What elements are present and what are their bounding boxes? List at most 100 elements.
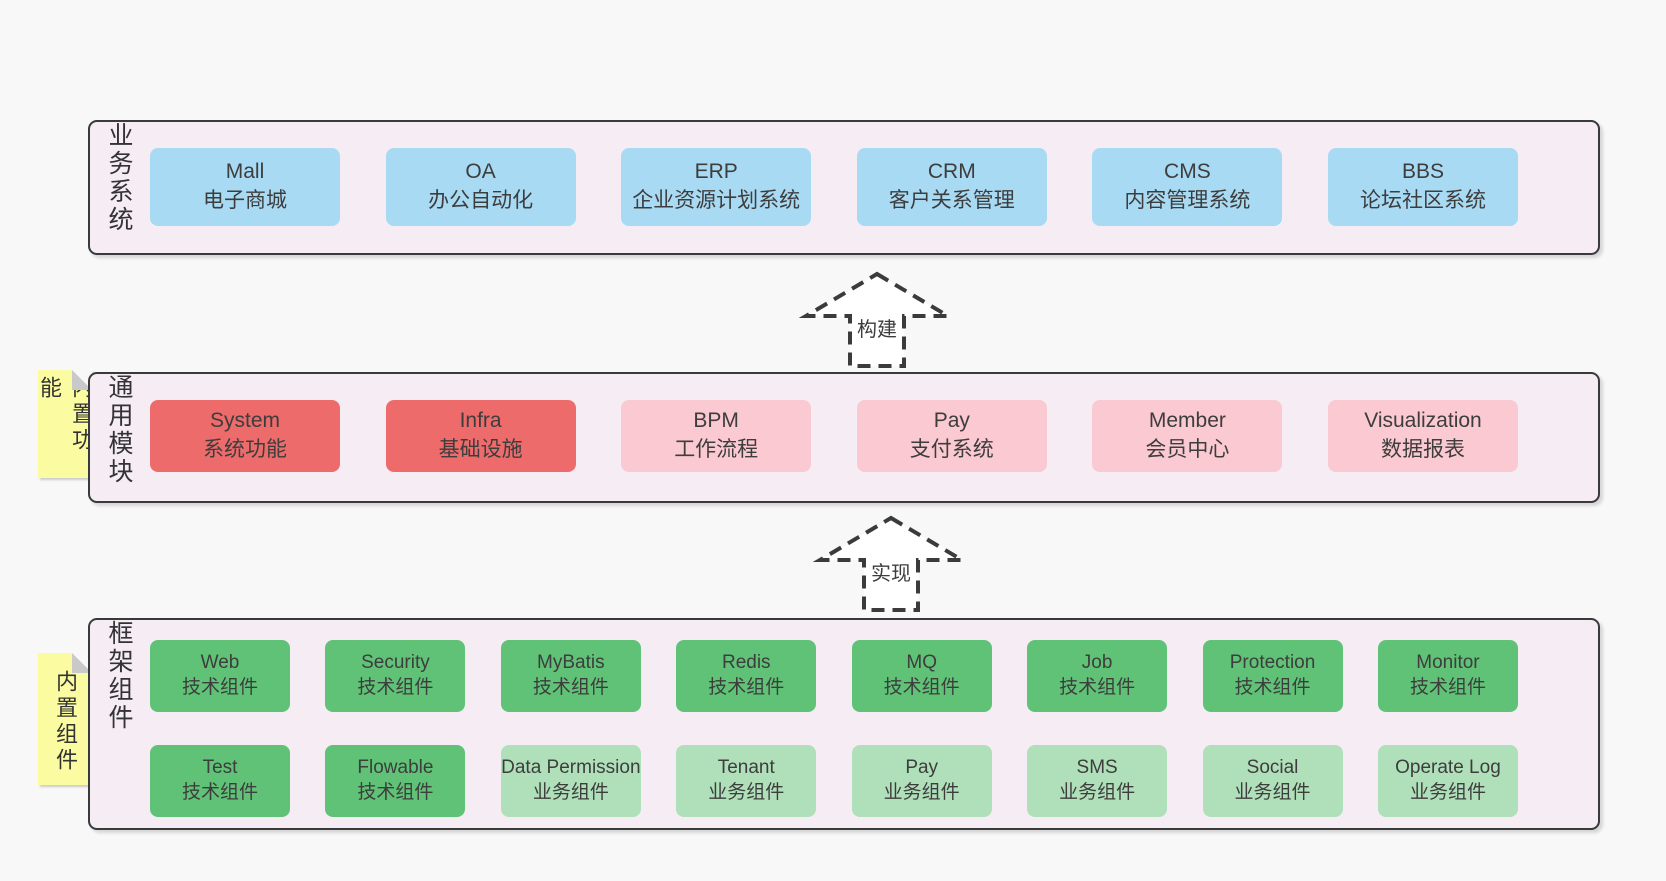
box-title: Monitor <box>1416 652 1480 674</box>
box-subtitle: 业务组件 <box>1409 782 1486 803</box>
box-subtitle: 论坛社区系统 <box>1359 189 1486 212</box>
box-tenant: Tenant 业务组件 <box>676 745 817 817</box>
arrow-implement-label: 实现 <box>868 556 914 587</box>
box-subtitle: 系统功能 <box>203 438 287 461</box>
arrow-implement: 实现 <box>809 512 973 616</box>
panel-framework-components: 框架组件 Web 技术组件 Security 技术组件 MyBatis 技术组件… <box>88 618 1600 830</box>
box-subtitle: 技术组件 <box>181 782 258 803</box>
box-subtitle: 支付系统 <box>909 438 994 461</box>
box-erp: ERP 企业资源计划系统 <box>621 148 812 226</box>
panel-business-systems-label: 业务系统 <box>105 122 133 234</box>
panel-common-modules-label: 通用模块 <box>105 374 133 486</box>
box-title: Web <box>200 652 240 674</box>
box-title: CMS <box>1164 160 1211 184</box>
box-redis: Redis 技术组件 <box>676 640 817 712</box>
box-data-permission: Data Permission 业务组件 <box>500 745 641 817</box>
box-subtitle: 技术组件 <box>708 677 785 698</box>
arrow-build: 构建 <box>795 268 959 372</box>
box-subtitle: 技术组件 <box>357 782 434 803</box>
box-member: Member 会员中心 <box>1092 400 1283 472</box>
box-subtitle: 业务组件 <box>883 782 960 803</box>
framework-components-grid: Web 技术组件 Security 技术组件 MyBatis 技术组件 Redi… <box>150 640 1518 817</box>
box-subtitle: 内容管理系统 <box>1124 189 1251 212</box>
box-oa: OA 办公自动化 <box>385 148 576 226</box>
box-protection: Protection 技术组件 <box>1202 640 1343 712</box>
box-title: System <box>209 409 280 433</box>
sticky-built-in-features: 内置功能 <box>37 370 94 478</box>
box-crm: CRM 客户关系管理 <box>856 148 1047 226</box>
box-subtitle: 技术组件 <box>1409 677 1486 698</box>
box-title: Member <box>1148 409 1226 433</box>
sticky-built-in-components: 内置组件 <box>38 653 92 785</box>
box-subtitle: 企业资源计划系统 <box>632 189 801 212</box>
box-subtitle: 技术组件 <box>1059 677 1136 698</box>
box-title: Tenant <box>717 757 775 779</box>
box-subtitle: 业务组件 <box>708 782 785 803</box>
box-web: Web 技术组件 <box>150 640 290 712</box>
box-title: MyBatis <box>537 652 605 674</box>
box-subtitle: 技术组件 <box>1234 677 1311 698</box>
box-monitor: Monitor 技术组件 <box>1377 640 1518 712</box>
box-pay-module: Pay 支付系统 <box>856 400 1047 472</box>
box-cms: CMS 内容管理系统 <box>1092 148 1283 226</box>
box-title: Redis <box>721 652 771 674</box>
box-title: Test <box>202 757 238 779</box>
box-title: ERP <box>694 160 738 184</box>
box-title: BPM <box>693 409 739 433</box>
box-mq: MQ 技术组件 <box>851 640 992 712</box>
box-title: MQ <box>906 652 937 674</box>
box-title: Job <box>1081 652 1113 674</box>
box-title: Protection <box>1229 652 1316 674</box>
box-title: Operate Log <box>1395 757 1501 779</box>
box-job: Job 技术组件 <box>1027 640 1168 712</box>
box-subtitle: 会员中心 <box>1145 438 1230 461</box>
box-title: Social <box>1246 757 1299 779</box>
box-subtitle: 电子商城 <box>203 189 287 212</box>
box-bbs: BBS 论坛社区系统 <box>1327 148 1518 226</box>
box-mall: Mall 电子商城 <box>150 148 340 226</box>
box-subtitle: 数据报表 <box>1380 438 1465 461</box>
box-title: Infra <box>459 409 502 433</box>
box-visualization: Visualization 数据报表 <box>1327 400 1518 472</box>
box-title: Security <box>361 652 430 674</box>
panel-common-modules: 通用模块 System 系统功能 Infra 基础设施 BPM 工作流程 Pay… <box>88 372 1600 503</box>
box-subtitle: 技术组件 <box>181 677 258 698</box>
box-test: Test 技术组件 <box>150 745 290 817</box>
panel-framework-components-label: 框架组件 <box>105 620 133 732</box>
box-title: BBS <box>1401 160 1444 184</box>
box-subtitle: 办公自动化 <box>428 189 534 212</box>
business-systems-row: Mall 电子商城 OA 办公自动化 ERP 企业资源计划系统 CRM 客户关系… <box>150 148 1518 226</box>
box-security: Security 技术组件 <box>325 640 466 712</box>
box-subtitle: 业务组件 <box>1059 782 1136 803</box>
box-title: Data Permission <box>501 757 641 779</box>
sticky-built-in-components-label: 内置组件 <box>53 670 78 774</box>
common-modules-row: System 系统功能 Infra 基础设施 BPM 工作流程 Pay 支付系统… <box>150 400 1518 472</box>
box-subtitle: 业务组件 <box>532 782 609 803</box>
panel-business-systems: 业务系统 Mall 电子商城 OA 办公自动化 ERP 企业资源计划系统 CRM… <box>88 120 1600 255</box>
box-subtitle: 工作流程 <box>674 438 759 461</box>
box-subtitle: 业务组件 <box>1234 782 1311 803</box>
box-title: Pay <box>933 409 970 433</box>
arrow-build-label: 构建 <box>854 312 900 343</box>
box-infra: Infra 基础设施 <box>385 400 576 472</box>
box-title: Pay <box>905 757 939 779</box>
box-operate-log: Operate Log 业务组件 <box>1377 745 1518 817</box>
box-title: Mall <box>225 160 265 184</box>
box-subtitle: 技术组件 <box>532 677 609 698</box>
box-pay-component: Pay 业务组件 <box>851 745 992 817</box>
box-title: CRM <box>927 160 976 184</box>
box-bpm: BPM 工作流程 <box>621 400 812 472</box>
box-subtitle: 基础设施 <box>438 438 523 461</box>
box-social: Social 业务组件 <box>1202 745 1343 817</box>
box-subtitle: 客户关系管理 <box>888 189 1015 212</box>
box-flowable: Flowable 技术组件 <box>325 745 466 817</box>
box-sms: SMS 业务组件 <box>1027 745 1168 817</box>
box-subtitle: 技术组件 <box>357 677 434 698</box>
box-system: System 系统功能 <box>150 400 340 472</box>
box-subtitle: 技术组件 <box>883 677 960 698</box>
box-title: SMS <box>1076 757 1118 779</box>
box-title: OA <box>465 160 496 184</box>
box-mybatis: MyBatis 技术组件 <box>500 640 641 712</box>
box-title: Flowable <box>357 757 434 779</box>
